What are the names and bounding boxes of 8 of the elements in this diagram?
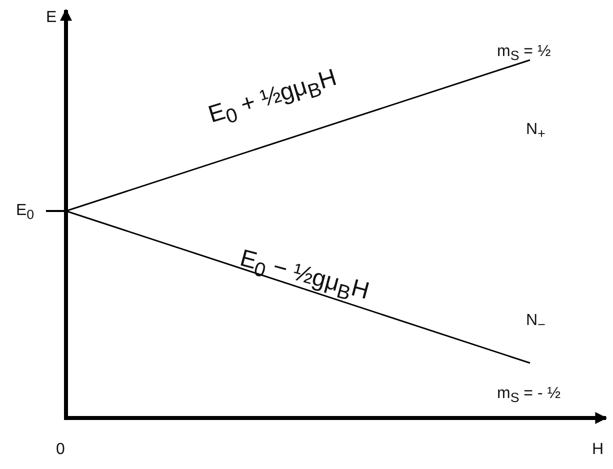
axis-label: E <box>46 10 57 26</box>
population-label: N$_{+}$ <box>526 122 546 141</box>
spin-state-label: m$_{S}$ = ½ <box>497 44 551 63</box>
spin-state-label: m$_{S}$ = - ½ <box>497 386 561 405</box>
tick-label: E$_{0}$ <box>16 203 34 222</box>
tick-label: 0 <box>56 442 65 458</box>
axis-label: H <box>592 442 604 458</box>
population-label: N$_{−}$ <box>526 313 546 332</box>
